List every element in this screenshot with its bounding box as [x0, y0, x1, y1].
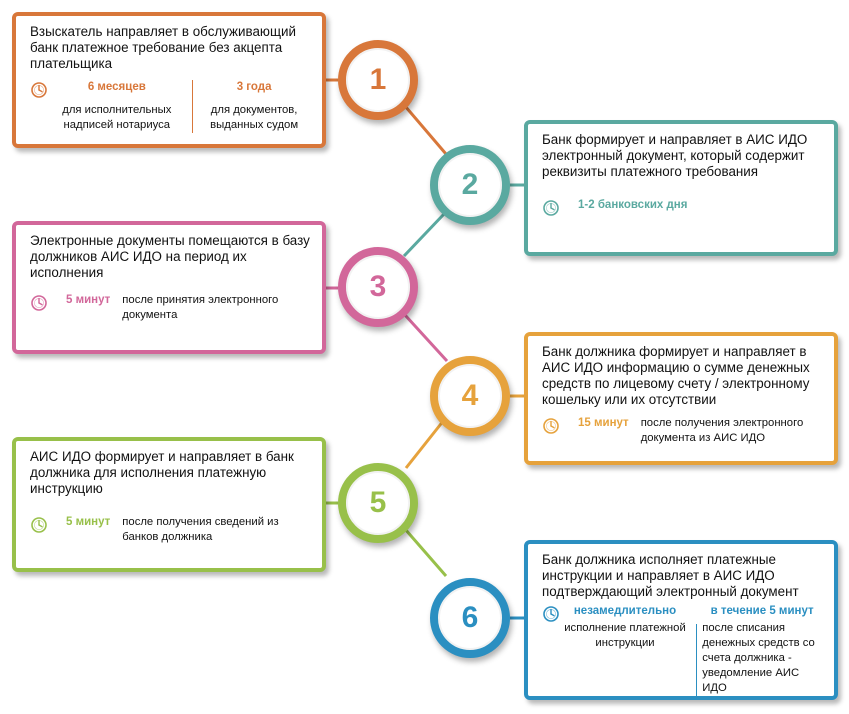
step-2-card: Банк формирует и направляет в АИС ИДО эл…	[524, 120, 838, 256]
step-6-text: Банк должника исполняет платежные инстру…	[542, 552, 799, 599]
step-6-right-desc: после списания денежных средств со счета…	[702, 622, 815, 694]
step-3-desc: после принятия электронного документа	[122, 294, 279, 321]
connector-2-3	[402, 212, 446, 258]
step-1-timing-right: 3 года для документов, выданных судом	[198, 80, 310, 133]
step-3-value: 5 минут	[66, 294, 111, 306]
clock-icon	[543, 418, 559, 434]
step-2-value: 1-2 банковских дня	[578, 199, 688, 211]
step-6-timing: незамедлительно исполнение платежной инс…	[542, 604, 822, 696]
step-1-right-desc: для документов, выданных судом	[210, 104, 299, 131]
step-5-value: 5 минут	[66, 516, 111, 528]
connector-3-4	[403, 313, 449, 363]
step-6-timing-left: незамедлительно исполнение платежной инс…	[560, 604, 690, 696]
step-3-number: 3	[338, 247, 418, 327]
timing-divider	[191, 80, 193, 133]
step-4-text: Банк должника формирует и направляет в А…	[542, 344, 810, 407]
step-1-text: Взыскатель направляет в обслуживающий ба…	[30, 24, 296, 71]
step-1-left-desc: для исполнительных надписей нотариуса	[62, 104, 172, 131]
step-2-text: Банк формирует и направляет в АИС ИДО эл…	[542, 132, 808, 179]
step-5-timing: 5 минут после получения сведений из банк…	[30, 515, 310, 545]
step-6-left-value: незамедлительно	[573, 605, 677, 617]
step-6-number: 6	[430, 578, 510, 658]
step-4-timing: 15 минут после получения электронного до…	[542, 416, 822, 446]
step-5-desc: после получения сведений из банков должн…	[122, 516, 279, 543]
step-1-timing-left: 6 месяцев для исполнительных надписей но…	[48, 80, 186, 133]
connector-5-6	[403, 528, 448, 577]
connector-1-2	[403, 105, 448, 155]
step-5-card: АИС ИДО формирует и направляет в банк до…	[12, 437, 326, 572]
step-4-desc: после получения электронного документа и…	[640, 417, 804, 444]
step-1-right-value: 3 года	[236, 81, 272, 93]
step-4-card: Банк должника формирует и направляет в А…	[524, 332, 838, 465]
step-1-timing: 6 месяцев для исполнительных надписей но…	[30, 80, 310, 133]
clock-icon	[543, 200, 559, 216]
step-3-card: Электронные документы помещаются в базу …	[12, 221, 326, 354]
step-1-number: 1	[338, 40, 418, 120]
clock-icon	[31, 517, 47, 533]
step-4-number: 4	[430, 356, 510, 436]
step-5-number: 5	[338, 463, 418, 543]
step-4-value: 15 минут	[578, 417, 629, 429]
step-1-card: Взыскатель направляет в обслуживающий ба…	[12, 12, 326, 148]
step-3-timing: 5 минут после принятия электронного доку…	[30, 293, 310, 323]
step-6-card: Банк должника исполняет платежные инстру…	[524, 540, 838, 700]
step-1-left-value: 6 месяцев	[87, 81, 146, 93]
step-5-text: АИС ИДО формирует и направляет в банк до…	[30, 449, 294, 496]
clock-icon	[543, 606, 559, 622]
clock-icon	[31, 82, 47, 98]
step-6-left-desc: исполнение платежной инструкции	[564, 622, 686, 649]
step-6-right-value: в течение 5 минут	[710, 605, 814, 617]
step-2-number: 2	[430, 145, 510, 225]
step-3-text: Электронные документы помещаются в базу …	[30, 233, 310, 280]
step-6-timing-right: в течение 5 минут после списания денежны…	[702, 604, 822, 696]
connector-4-5	[404, 419, 446, 469]
step-2-timing: 1-2 банковских дня	[542, 198, 822, 217]
clock-icon	[31, 295, 47, 311]
